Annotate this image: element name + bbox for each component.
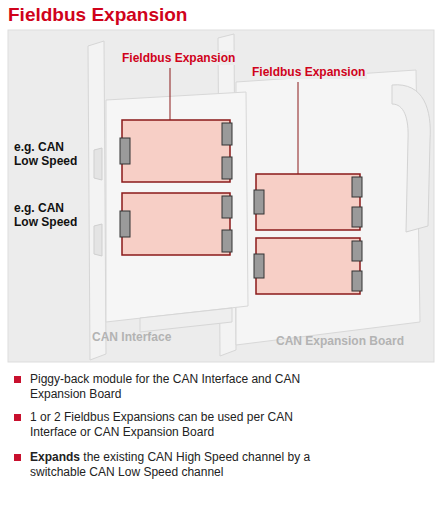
- bullet-square: [14, 414, 21, 421]
- bullet-text: 1 or 2 Fieldbus Expansions can be used p…: [30, 410, 320, 440]
- bracket: [88, 41, 106, 360]
- expansion-board: [236, 70, 420, 345]
- module-connector: [120, 123, 362, 291]
- board-label: CAN Interface: [92, 330, 171, 344]
- fieldbus-module: [122, 120, 360, 294]
- interface-board: [106, 92, 248, 322]
- port-label: e.g. CAN Low Speed: [14, 140, 86, 168]
- bullet-text: Expands the existing CAN High Speed chan…: [30, 450, 330, 480]
- dsub-connector: [94, 224, 102, 256]
- port-label: e.g. CAN Low Speed: [14, 201, 86, 229]
- bullet-square: [14, 454, 21, 461]
- callout-label: Fieldbus Expansion: [250, 65, 367, 79]
- ribbon-cable: [392, 85, 430, 232]
- dsub-connector: [94, 148, 102, 180]
- page-title: Fieldbus Expansion: [8, 4, 187, 26]
- callout-label: Fieldbus Expansion: [120, 51, 237, 65]
- panel-ground: [8, 30, 434, 362]
- board-label: CAN Expansion Board: [276, 334, 404, 348]
- bullet-square: [14, 376, 21, 383]
- bullet-text: Piggy-back module for the CAN Interface …: [30, 372, 320, 402]
- edge-connector: [140, 308, 232, 332]
